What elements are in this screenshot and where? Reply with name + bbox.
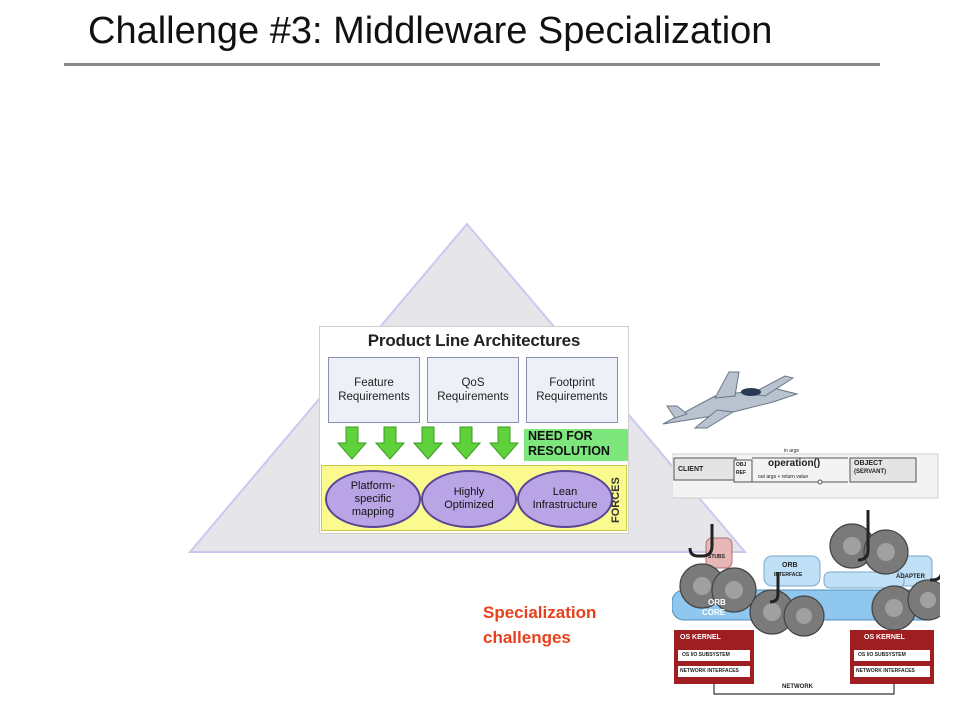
force-text: Optimized	[444, 499, 494, 511]
obj-ref-label-2: REF	[736, 470, 746, 476]
orb-interface-label-2: INTERFACE	[774, 572, 803, 578]
operation-label: operation()	[768, 458, 821, 469]
corba-diagram-graphics	[672, 453, 940, 695]
need-for-resolution-label: NEED FOR RESOLUTION	[524, 429, 628, 461]
pla-title: Product Line Architectures	[367, 331, 581, 350]
net-interfaces-label-right: NETWORK INTERFACES	[856, 668, 915, 674]
qos-requirements-box: QoS Requirements	[427, 357, 519, 423]
network-label: NETWORK	[782, 684, 813, 690]
caption-line-1: Specialization	[483, 603, 597, 622]
stubs-label: STUBS	[708, 554, 725, 560]
force-text: Highly	[453, 486, 485, 498]
force-text: mapping	[351, 505, 395, 518]
need-line-2: RESOLUTION	[528, 444, 610, 458]
orb-interface-label-1: ORB	[782, 562, 798, 569]
req-label: Footprint	[549, 377, 595, 389]
req-label: Requirements	[536, 391, 608, 403]
os-kernel-label-left: OS KERNEL	[680, 634, 721, 641]
req-label: QoS	[461, 377, 485, 389]
need-line-1: NEED FOR	[528, 429, 593, 443]
orb-core-label-1: ORB	[708, 598, 726, 607]
in-args-label: in args	[784, 448, 800, 454]
title-underline	[64, 63, 880, 66]
req-label: Feature	[354, 377, 394, 389]
down-arrow-icon	[488, 426, 520, 460]
os-kernel-label-right: OS KERNEL	[864, 634, 905, 641]
hook-arrow-icon	[688, 510, 940, 604]
obj-ref-label-1: OBJ	[736, 462, 747, 468]
corba-architecture-diagram: CLIENT OBJ REF in args operation() out a…	[672, 448, 940, 698]
down-arrow-icon	[336, 426, 368, 460]
req-label: Requirements	[437, 391, 509, 403]
servant-label: (SERVANT)	[854, 469, 887, 475]
object-label: OBJECT	[854, 460, 883, 467]
req-label: Requirements	[338, 391, 410, 403]
force-text: Platform-	[350, 479, 396, 492]
down-arrow-icon	[450, 426, 482, 460]
client-label: CLIENT	[678, 466, 704, 473]
down-arrow-icon	[412, 426, 444, 460]
io-subsystem-label-left: OS I/O SUBSYSTEM	[682, 652, 730, 658]
net-interfaces-label-left: NETWORK INTERFACES	[680, 668, 739, 674]
specialization-caption: Specialization challenges	[483, 600, 596, 650]
io-subsystem-label-right: OS I/O SUBSYSTEM	[858, 652, 906, 658]
caption-line-2: challenges	[483, 628, 571, 647]
fighter-jet-image	[662, 371, 799, 429]
gear-icon	[693, 537, 936, 624]
orb-core-label-2: CORE	[702, 608, 726, 617]
force-text: Infrastructure	[532, 499, 598, 511]
forces-label: FORCES	[610, 477, 622, 523]
resolution-arrows	[336, 426, 520, 460]
force-text: specific	[354, 492, 392, 505]
slide-title: Challenge #3: Middleware Specialization	[88, 10, 773, 52]
down-arrow-icon	[374, 426, 406, 460]
force-text: Lean	[552, 486, 578, 498]
adapter-label: ADAPTER	[896, 574, 926, 580]
out-args-label: out args + return value	[758, 474, 809, 480]
